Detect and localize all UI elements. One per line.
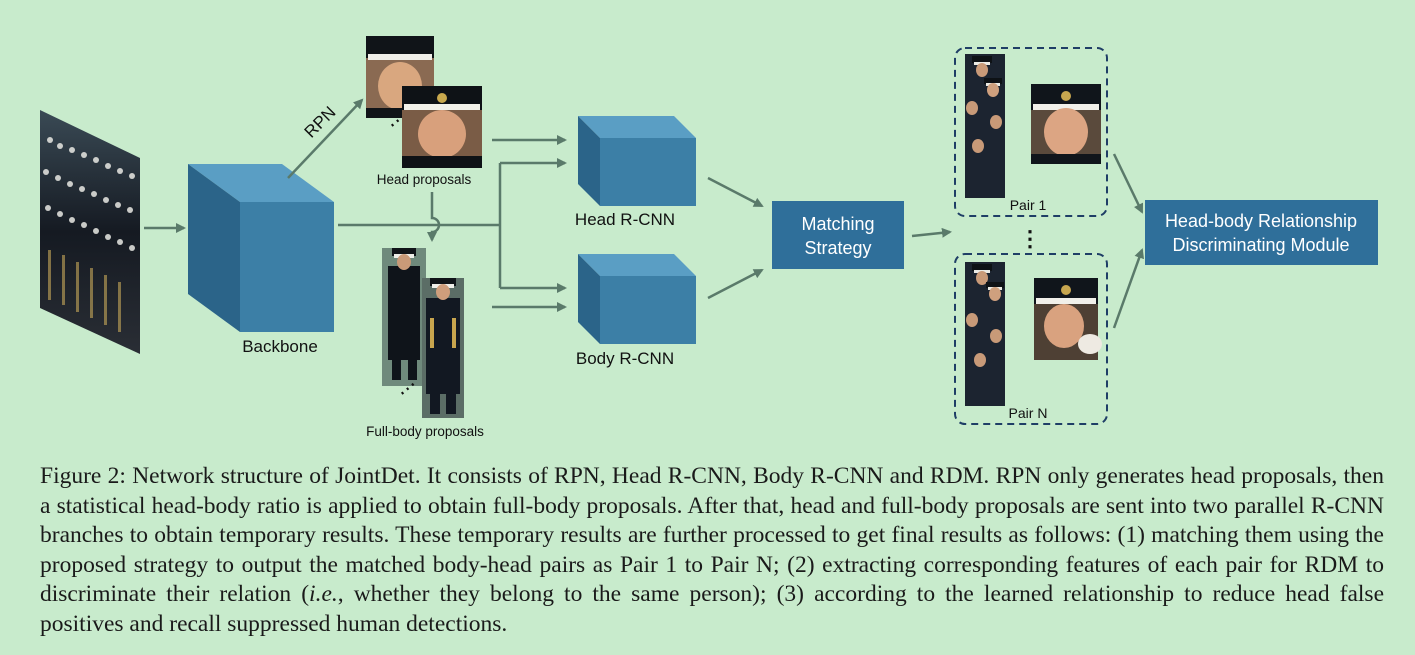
backbone-cube: [188, 164, 334, 332]
pairN-box: [954, 253, 1108, 425]
arrow-pairN-rdm: [1112, 248, 1145, 329]
body-proposal-image-1: [382, 248, 426, 386]
pair1-head-image: [1031, 84, 1101, 164]
head-proposals-label: Head proposals: [377, 172, 472, 187]
matching-label-line2: Strategy: [804, 238, 871, 258]
caption-text-2: , whether they belong to the same person…: [40, 581, 1384, 637]
input-image: [40, 110, 140, 354]
pairs-ellipsis: ⋮: [1019, 226, 1041, 251]
body-proposal-image-2: [422, 278, 464, 418]
head-rcnn-label: Head R-CNN: [575, 210, 675, 229]
fullbody-proposals-label: Full-body proposals: [366, 424, 484, 439]
figure-caption: Figure 2: Network structure of JointDet.…: [40, 462, 1384, 639]
head-rcnn-cube: [578, 116, 696, 206]
arrow-pair1-rdm: [1112, 153, 1144, 214]
pair1-box: [954, 47, 1108, 217]
caption-text-1: Figure 2: Network structure of JointDet.…: [40, 463, 1384, 607]
rpn-label: RPN: [301, 103, 340, 142]
backbone-label: Backbone: [242, 337, 318, 356]
backbone-feature-lines: [338, 163, 502, 288]
arrow-headrcnn-matching: [707, 176, 764, 208]
pairN-body-image: [965, 262, 1005, 406]
arrow-matching-pairs: [911, 227, 952, 238]
rdm-label-line2: Discriminating Module: [1172, 235, 1349, 255]
head-proposal-image-2: [402, 86, 482, 168]
pair1-body-image: [965, 54, 1005, 198]
rdm-box: [1145, 200, 1378, 265]
matching-strategy-box: [772, 201, 904, 269]
pair1-label: Pair 1: [1010, 197, 1047, 213]
rdm-label-line1: Head-body Relationship: [1165, 211, 1357, 231]
arrow-rpn: [287, 98, 364, 179]
pairN-label: Pair N: [1009, 405, 1048, 421]
arrow-bodyrcnn-matching: [707, 268, 764, 300]
network-diagram: Backbone RPN ⋯ Head proposals: [40, 36, 1378, 439]
caption-ie: i.e.: [309, 581, 338, 607]
matching-label-line1: Matching: [801, 214, 874, 234]
body-rcnn-label: Body R-CNN: [576, 349, 674, 368]
pairN-head-image: [1034, 278, 1102, 360]
body-rcnn-cube: [578, 254, 696, 344]
arrow-head-to-body-proposals: [427, 192, 441, 242]
